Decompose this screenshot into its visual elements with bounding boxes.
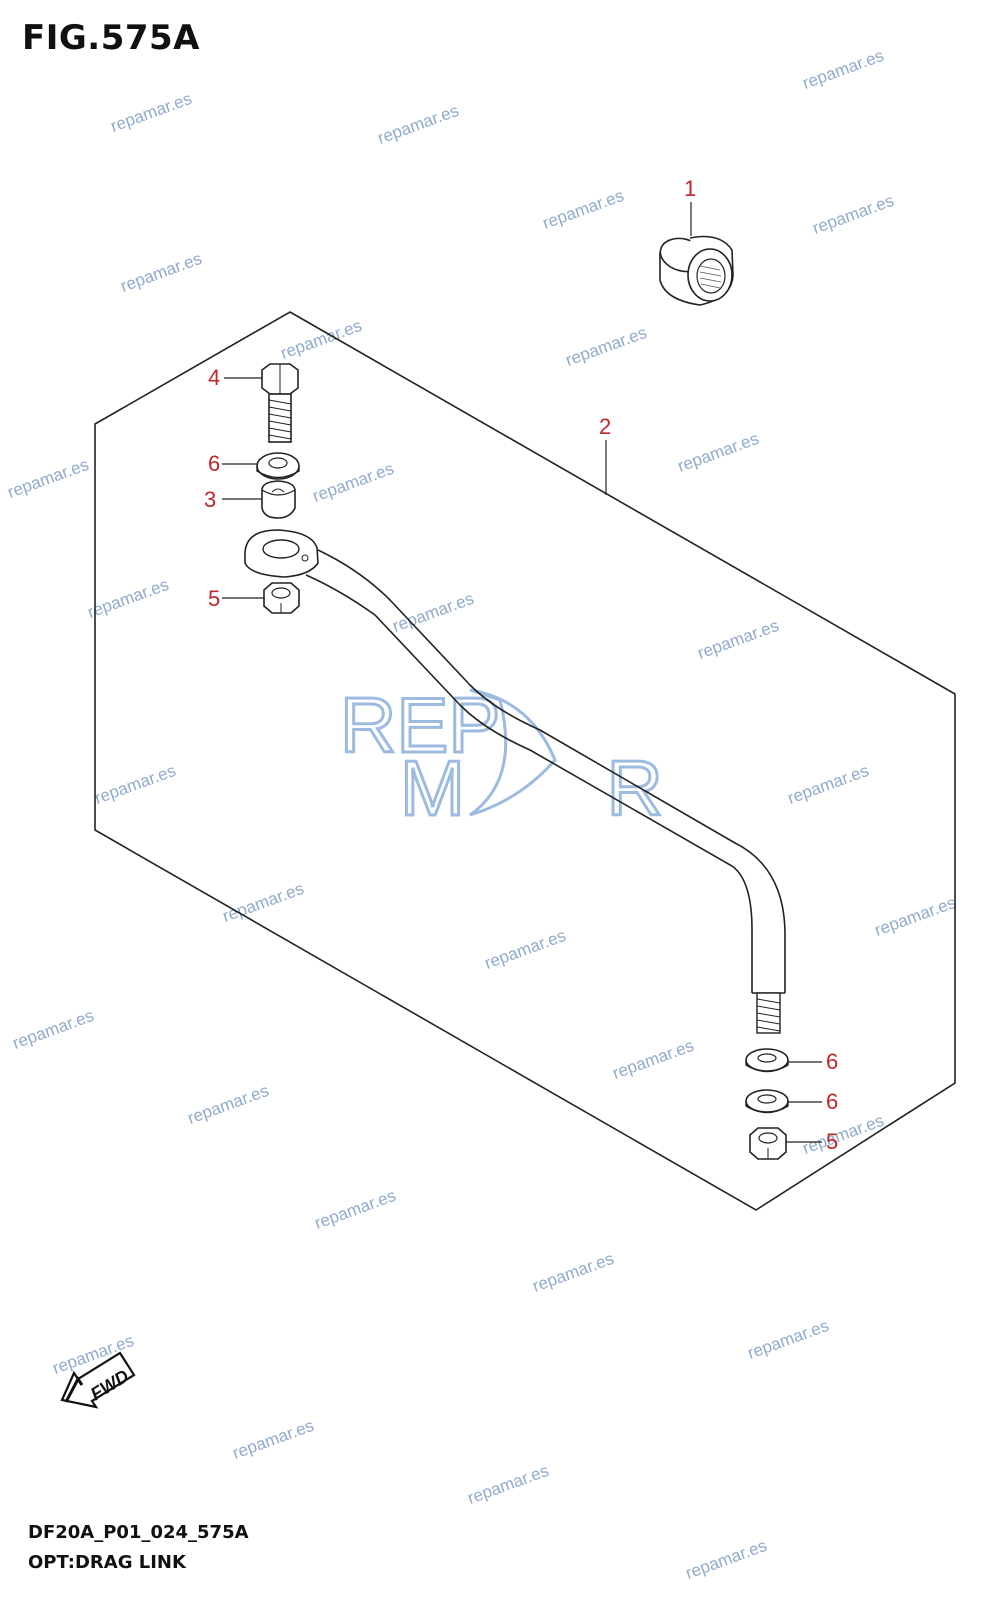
callout-4: 4	[208, 365, 220, 390]
fwd-arrow-icon: FWD	[60, 1351, 136, 1409]
watermark-logo: REP M R	[339, 680, 723, 834]
washer-icon	[745, 1048, 789, 1073]
callout-5b: 5	[826, 1129, 838, 1154]
washer-icon	[745, 1089, 789, 1114]
nut-icon	[263, 582, 300, 614]
callout-6: 6	[208, 451, 220, 476]
drag-link-rod	[244, 529, 786, 1034]
callout-6b: 6	[826, 1049, 838, 1074]
figure-code: DF20A_P01_024_575A	[28, 1522, 249, 1543]
kit-outline	[94, 311, 956, 1211]
figure-caption: OPT:DRAG LINK	[28, 1552, 186, 1573]
nut-cap-icon	[659, 235, 734, 306]
callout-2: 2	[599, 414, 611, 439]
logo-top-text: REP	[340, 681, 500, 769]
callout-1: 1	[684, 176, 696, 201]
washer-icon	[256, 452, 300, 480]
logo-bottom-text: M R	[400, 744, 723, 832]
bolt-icon	[261, 363, 299, 443]
logo-sail-icon	[469, 688, 557, 817]
collar-icon	[261, 480, 296, 519]
callout-6c: 6	[826, 1089, 838, 1114]
figure-title: FIG.575A	[22, 18, 200, 58]
callout-3: 3	[204, 487, 216, 512]
callout-5: 5	[208, 586, 220, 611]
leader-lines	[222, 202, 822, 1143]
nut-icon	[749, 1127, 787, 1160]
